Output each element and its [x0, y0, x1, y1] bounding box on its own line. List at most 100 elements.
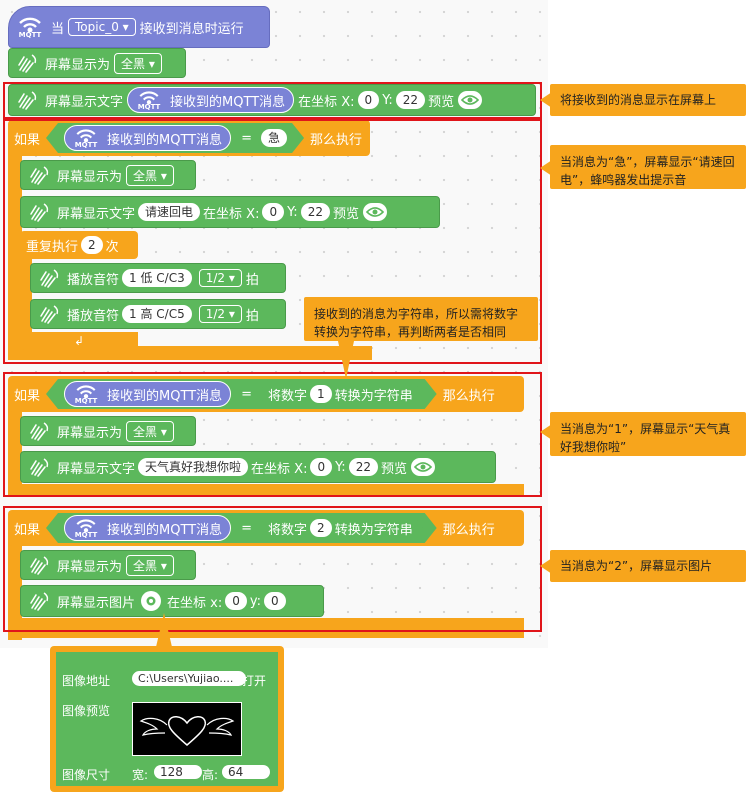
number-input[interactable]: 2	[310, 519, 332, 537]
preview-label: 预览	[332, 206, 359, 222]
screen-image-block[interactable]: 屏幕显示图片 在坐标 x: 0 y: 0	[20, 585, 324, 617]
eye-icon[interactable]	[458, 91, 483, 109]
if-block-3[interactable]: 如果 MQTT 接收到的MQTT消息 = 将数字 2 转换为字符串 那么执行	[8, 510, 524, 546]
width-input[interactable]: 128	[154, 765, 202, 779]
image-size-label: 图像尺寸	[62, 768, 111, 782]
condition-equals[interactable]: MQTT 接收到的MQTT消息 = 将数字 1 转换为字符串	[46, 379, 437, 409]
mqtt-icon: MQTT	[69, 128, 103, 149]
text-input[interactable]: 请速回电	[138, 203, 201, 221]
fill-dropdown[interactable]: 全黑 ▾	[114, 52, 162, 74]
repeat-label: 重复执行	[26, 239, 79, 255]
at-coord-label: 在坐标 x:	[167, 595, 223, 611]
at-coord-label: 在坐标 X:	[203, 206, 260, 222]
callout-note: 接收到的消息为字符串，所以需将数字转换为字符串，再判断两者是否相同	[304, 297, 538, 341]
x-input[interactable]: 0	[357, 91, 380, 109]
then-label: 那么执行	[310, 132, 363, 148]
callout-pointer	[156, 613, 172, 647]
screen-show-label: 屏幕显示为	[57, 559, 123, 575]
y-input[interactable]: 22	[300, 203, 330, 221]
hand-icon	[27, 200, 51, 224]
repeat-body	[20, 256, 32, 350]
height-input[interactable]: 64	[222, 765, 270, 779]
beat-dropdown[interactable]: 1/2 ▾	[198, 269, 242, 287]
fill-dropdown[interactable]: 全黑 ▾	[126, 164, 174, 186]
mqtt-message-reporter[interactable]: MQTT 接收到的MQTT消息	[127, 87, 295, 113]
hand-icon	[27, 163, 51, 187]
condition-equals[interactable]: MQTT 接收到的MQTT消息 = 急	[46, 123, 304, 153]
x-input[interactable]: 0	[225, 592, 247, 610]
hand-icon	[27, 553, 51, 577]
screen-show-block[interactable]: 屏幕显示为 全黑 ▾	[20, 416, 196, 446]
callout-pointer	[540, 160, 552, 176]
screen-text-block[interactable]: 屏幕显示文字 天气真好我想你啦 在坐标 X: 0 Y: 22 预览	[20, 451, 496, 483]
fill-dropdown[interactable]: 全黑 ▾	[126, 554, 174, 576]
mqtt-message-reporter[interactable]: MQTT 接收到的MQTT消息	[64, 125, 231, 151]
open-button[interactable]: 打开	[242, 674, 267, 688]
if-block-2[interactable]: 如果 MQTT 接收到的MQTT消息 = 将数字 1 转换为字符串 那么执行	[8, 376, 524, 412]
compare-value-input[interactable]: 急	[261, 129, 287, 147]
if-block-1-body	[8, 150, 22, 360]
hand-icon	[27, 419, 51, 443]
y-label: Y:	[335, 459, 346, 475]
screen-show-block[interactable]: 屏幕显示为 全黑 ▾	[8, 48, 186, 78]
image-preview-label: 图像预览	[62, 704, 111, 718]
x-input[interactable]: 0	[262, 203, 285, 221]
number-to-string-block[interactable]: 将数字 1 转换为字符串	[258, 380, 423, 408]
mqtt-message-reporter[interactable]: MQTT 接收到的MQTT消息	[64, 381, 231, 407]
beat-dropdown[interactable]: 1/2 ▾	[198, 305, 242, 323]
eye-icon[interactable]	[363, 203, 387, 221]
mqtt-message-reporter[interactable]: MQTT 接收到的MQTT消息	[64, 515, 231, 541]
screen-text-block[interactable]: 屏幕显示文字 MQTT 接收到的MQTT消息 在坐标 X: 0 Y: 22 预览	[8, 84, 536, 116]
screen-show-label: 屏幕显示为	[57, 169, 123, 185]
number-to-string-block[interactable]: 将数字 2 转换为字符串	[258, 514, 423, 542]
eye-icon[interactable]	[411, 458, 435, 476]
play-label: 播放音符	[67, 272, 120, 288]
at-coord-label: 在坐标 X:	[298, 94, 355, 110]
topic-dropdown[interactable]: Topic_0 ▾	[68, 18, 136, 36]
y-input[interactable]: 0	[264, 592, 286, 610]
if-block-3-foot	[8, 618, 524, 638]
then-label: 那么执行	[442, 522, 495, 538]
repeat-block[interactable]: 重复执行 2 次	[20, 231, 138, 259]
highlight-box	[3, 506, 542, 632]
callout-pointer	[540, 558, 552, 574]
hat-suffix: 接收到消息时运行	[139, 21, 244, 37]
repeat-count-input[interactable]: 2	[81, 236, 103, 254]
screen-text-label: 屏幕显示文字	[57, 206, 136, 222]
mqtt-hat-block[interactable]: MQTT 当 Topic_0 ▾ 接收到消息时运行	[8, 6, 270, 48]
screen-text-block[interactable]: 屏幕显示文字 请速回电 在坐标 X: 0 Y: 22 预览	[20, 196, 440, 228]
if-block-2-foot	[8, 484, 524, 496]
screen-show-label: 屏幕显示为	[45, 57, 111, 73]
play-note-block[interactable]: 播放音符 1 高 C/C5 1/2 ▾ 拍	[30, 299, 286, 329]
screen-show-block[interactable]: 屏幕显示为 全黑 ▾	[20, 550, 196, 580]
mqtt-icon: MQTT	[69, 518, 103, 539]
play-note-block[interactable]: 播放音符 1 低 C/C3 1/2 ▾ 拍	[30, 263, 286, 293]
callout-note: 当消息为“2”，屏幕显示图片	[550, 550, 746, 582]
number-input[interactable]: 1	[310, 385, 332, 403]
note-input[interactable]: 1 高 C/C5	[122, 305, 192, 323]
image-picker-icon[interactable]	[141, 591, 162, 611]
callout-pointer	[540, 92, 552, 108]
hand-icon	[37, 266, 61, 290]
if-block-1[interactable]: 如果 MQTT 接收到的MQTT消息 = 急 那么执行	[8, 120, 370, 156]
text-input[interactable]: 天气真好我想你啦	[138, 458, 249, 476]
if-label: 如果	[14, 522, 41, 538]
fill-dropdown[interactable]: 全黑 ▾	[126, 420, 174, 442]
if-label: 如果	[14, 388, 41, 404]
beat-unit: 拍	[245, 308, 259, 324]
screen-text-label: 屏幕显示文字	[45, 94, 124, 110]
note-input[interactable]: 1 低 C/C3	[122, 269, 192, 287]
hand-icon	[15, 88, 39, 112]
condition-equals[interactable]: MQTT 接收到的MQTT消息 = 将数字 2 转换为字符串	[46, 513, 437, 543]
screen-show-block[interactable]: 屏幕显示为 全黑 ▾	[20, 160, 196, 190]
y-input[interactable]: 22	[348, 458, 378, 476]
y-input[interactable]: 22	[395, 91, 426, 109]
callout-pointer	[338, 341, 354, 379]
width-label: 宽:	[132, 768, 149, 782]
winged-heart-icon	[139, 716, 235, 746]
image-settings-panel: 图像地址 C:\Users\Yujiao.... 打开 图像预览 图像尺寸 宽:…	[50, 646, 284, 792]
x-input[interactable]: 0	[310, 458, 333, 476]
highlight-box	[3, 119, 542, 364]
convert-prefix: 将数字	[268, 388, 308, 404]
image-path-field[interactable]: C:\Users\Yujiao....	[132, 671, 246, 686]
